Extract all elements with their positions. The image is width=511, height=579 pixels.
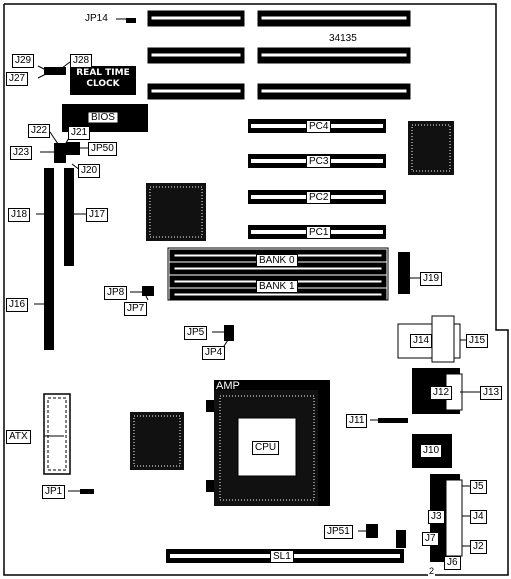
j16-label: J16 xyxy=(6,298,29,312)
chip-right xyxy=(408,121,454,175)
j22-label: J22 xyxy=(28,124,51,138)
chip-left xyxy=(146,183,206,241)
j19-header xyxy=(398,252,410,294)
j3-label: J3 xyxy=(428,510,445,524)
chip-lower-left xyxy=(130,412,184,470)
rtc-label: REAL TIME CLOCK xyxy=(72,68,134,90)
j10-label: J10 xyxy=(420,444,443,458)
j27-label: J27 xyxy=(6,72,29,86)
bank1-label: BANK 1 xyxy=(256,280,298,293)
j17-label: J17 xyxy=(86,208,109,222)
pci-slots xyxy=(248,119,386,239)
j2-label: J2 xyxy=(470,540,487,554)
j6-label: J6 xyxy=(444,556,461,570)
j18-header xyxy=(44,168,54,288)
part-number: 34135 xyxy=(328,33,358,45)
jp4-label: JP4 xyxy=(202,346,226,360)
j13-label: J13 xyxy=(480,386,503,400)
j21-label: J21 xyxy=(68,126,91,140)
j20-label: J20 xyxy=(78,164,101,178)
pin-2-label: 2 xyxy=(428,566,436,576)
j16-header xyxy=(44,268,54,350)
j23-label: J23 xyxy=(10,146,33,160)
bios-label: BIOS xyxy=(91,112,115,123)
j4-label: J4 xyxy=(470,510,487,524)
j29-label: J29 xyxy=(12,54,35,68)
isa-slots xyxy=(147,10,411,100)
j19-label: J19 xyxy=(420,272,443,286)
pc4-label: PC4 xyxy=(306,120,332,133)
pc2-label: PC2 xyxy=(306,191,332,204)
jp8-label: JP8 xyxy=(104,286,128,300)
j17-header xyxy=(64,168,74,266)
j12-label: J12 xyxy=(430,386,453,400)
j15-label: J15 xyxy=(466,334,489,348)
bank0-label: BANK 0 xyxy=(256,254,298,267)
jp51-label: JP51 xyxy=(324,525,353,539)
board-outline xyxy=(3,3,509,576)
pc3-label: PC3 xyxy=(306,155,332,168)
j18-label: J18 xyxy=(8,208,31,222)
cpu-label: CPU xyxy=(252,441,280,455)
amp-label: AMP xyxy=(216,380,240,392)
jp7-label: JP7 xyxy=(124,302,148,316)
j5-label: J5 xyxy=(470,480,487,494)
sl1-label: SL1 xyxy=(270,550,294,563)
j7-label: J7 xyxy=(422,532,439,546)
cpu-socket xyxy=(206,380,330,506)
jp14-label: JP14 xyxy=(84,13,109,25)
j11-label: J11 xyxy=(346,414,368,428)
jp50-label: JP50 xyxy=(88,142,117,156)
j14-label: J14 xyxy=(410,334,433,348)
atx-connector xyxy=(43,393,71,475)
jp1-label: JP1 xyxy=(42,485,66,499)
atx-label: ATX xyxy=(6,430,31,444)
jp5-label: JP5 xyxy=(184,326,208,340)
pc1-label: PC1 xyxy=(306,226,332,239)
j28-label: J28 xyxy=(70,54,93,68)
